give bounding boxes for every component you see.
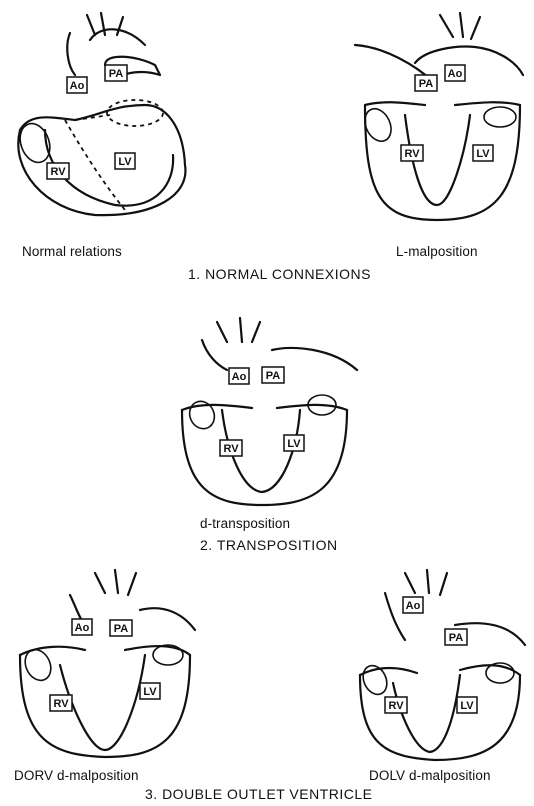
- pulmonary-artery-label: PA: [114, 623, 129, 635]
- caption-normal-relations: Normal relations: [22, 244, 122, 259]
- aorta-label: Ao: [70, 80, 85, 92]
- caption-dolv-d-malposition: DOLV d-malposition: [369, 768, 491, 783]
- section-title-normal-connexions: 1. NORMAL CONNEXIONS: [188, 266, 371, 282]
- aorta-label: Ao: [75, 622, 90, 634]
- pulmonary-artery-label: PA: [419, 78, 434, 90]
- heart-drawing-dorv: Ao PA RV LV: [10, 565, 200, 765]
- right-ventricle-label: RV: [223, 443, 239, 455]
- pulmonary-artery-label: PA: [449, 632, 464, 644]
- caption-d-transposition: d-transposition: [200, 516, 290, 531]
- heart-drawing-normal: Ao PA RV LV: [5, 5, 195, 230]
- right-ventricle-label: RV: [404, 148, 420, 160]
- pulmonary-artery-label: PA: [109, 68, 124, 80]
- aorta-label: Ao: [232, 371, 247, 383]
- heart-drawing-l-malposition: PA Ao RV LV: [345, 5, 530, 230]
- left-ventricle-label: LV: [118, 156, 132, 168]
- left-ventricle-label: LV: [143, 686, 157, 698]
- caption-l-malposition: L-malposition: [396, 244, 478, 259]
- caption-dorv-d-malposition: DORV d-malposition: [14, 768, 139, 783]
- left-ventricle-label: LV: [476, 148, 490, 160]
- right-ventricle-label: RV: [50, 166, 66, 178]
- right-ventricle-label: RV: [53, 698, 69, 710]
- diagram-d-transposition: Ao PA RV LV: [172, 310, 362, 510]
- left-ventricle-label: LV: [460, 700, 474, 712]
- pulmonary-artery-label: PA: [266, 370, 281, 382]
- heart-drawing-d-transposition: Ao PA RV LV: [172, 310, 362, 510]
- diagram-dolv-d-malposition: Ao PA RV LV: [345, 565, 530, 765]
- section-title-double-outlet-ventricle: 3. DOUBLE OUTLET VENTRICLE: [145, 786, 372, 802]
- left-ventricle-label: LV: [287, 438, 301, 450]
- diagram-normal-relations: Ao PA RV LV: [5, 5, 195, 230]
- aorta-label: Ao: [406, 600, 421, 612]
- section-title-transposition: 2. TRANSPOSITION: [200, 537, 338, 553]
- right-ventricle-label: RV: [388, 700, 404, 712]
- diagram-dorv-d-malposition: Ao PA RV LV: [10, 565, 200, 765]
- aorta-label: Ao: [448, 68, 463, 80]
- diagram-l-malposition: PA Ao RV LV: [345, 5, 530, 230]
- heart-drawing-dolv: Ao PA RV LV: [345, 565, 530, 765]
